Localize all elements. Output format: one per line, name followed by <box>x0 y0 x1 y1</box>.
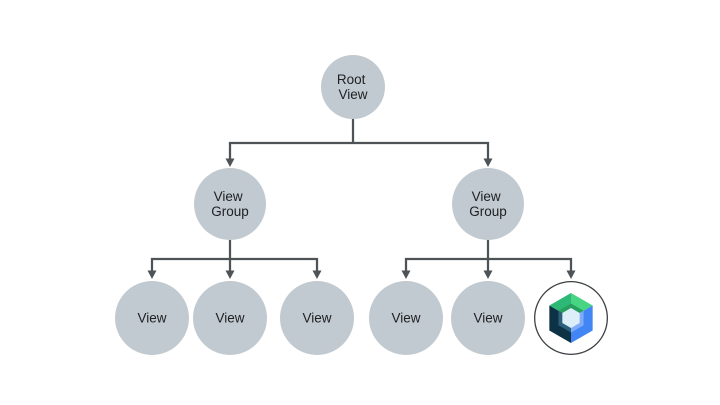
node-view-1 <box>115 281 189 355</box>
arrowhead-view-4 <box>401 270 411 279</box>
arrowhead-view-1 <box>147 270 157 279</box>
node-view-5 <box>451 281 525 355</box>
arrowhead-compose-leaf <box>566 270 576 279</box>
label-view-3: View <box>302 311 331 326</box>
arrowhead-group-left <box>225 158 235 167</box>
node-root-view <box>321 55 385 119</box>
node-circles <box>115 55 525 355</box>
arrowhead-view-3 <box>312 270 322 279</box>
label-root-view: Root View <box>337 72 369 102</box>
arrowhead-view-5 <box>483 270 493 279</box>
arrowhead-view-2 <box>225 270 235 279</box>
node-view-3 <box>280 281 354 355</box>
node-view-group-left <box>194 168 266 240</box>
label-view-1: View <box>137 311 166 326</box>
compose-center-hexagon <box>562 308 580 328</box>
label-view-group-right: View Group <box>469 189 507 219</box>
label-view-2: View <box>215 311 244 326</box>
connector-left-bar <box>150 257 319 272</box>
node-view-group-right <box>452 168 524 240</box>
node-labels: Root View View Group View Group View Vie… <box>137 72 506 326</box>
label-view-group-left: View Group <box>211 189 249 219</box>
node-compose-leaf <box>534 281 608 355</box>
arrowheads <box>147 158 576 279</box>
arrowhead-group-right <box>483 158 493 167</box>
connector-lines <box>150 119 573 272</box>
connector-level2-bar <box>228 141 490 160</box>
label-view-4: View <box>391 311 420 326</box>
jetpack-compose-logo-icon <box>549 293 593 343</box>
label-view-5: View <box>473 311 502 326</box>
node-view-4 <box>369 281 443 355</box>
node-view-2 <box>193 281 267 355</box>
